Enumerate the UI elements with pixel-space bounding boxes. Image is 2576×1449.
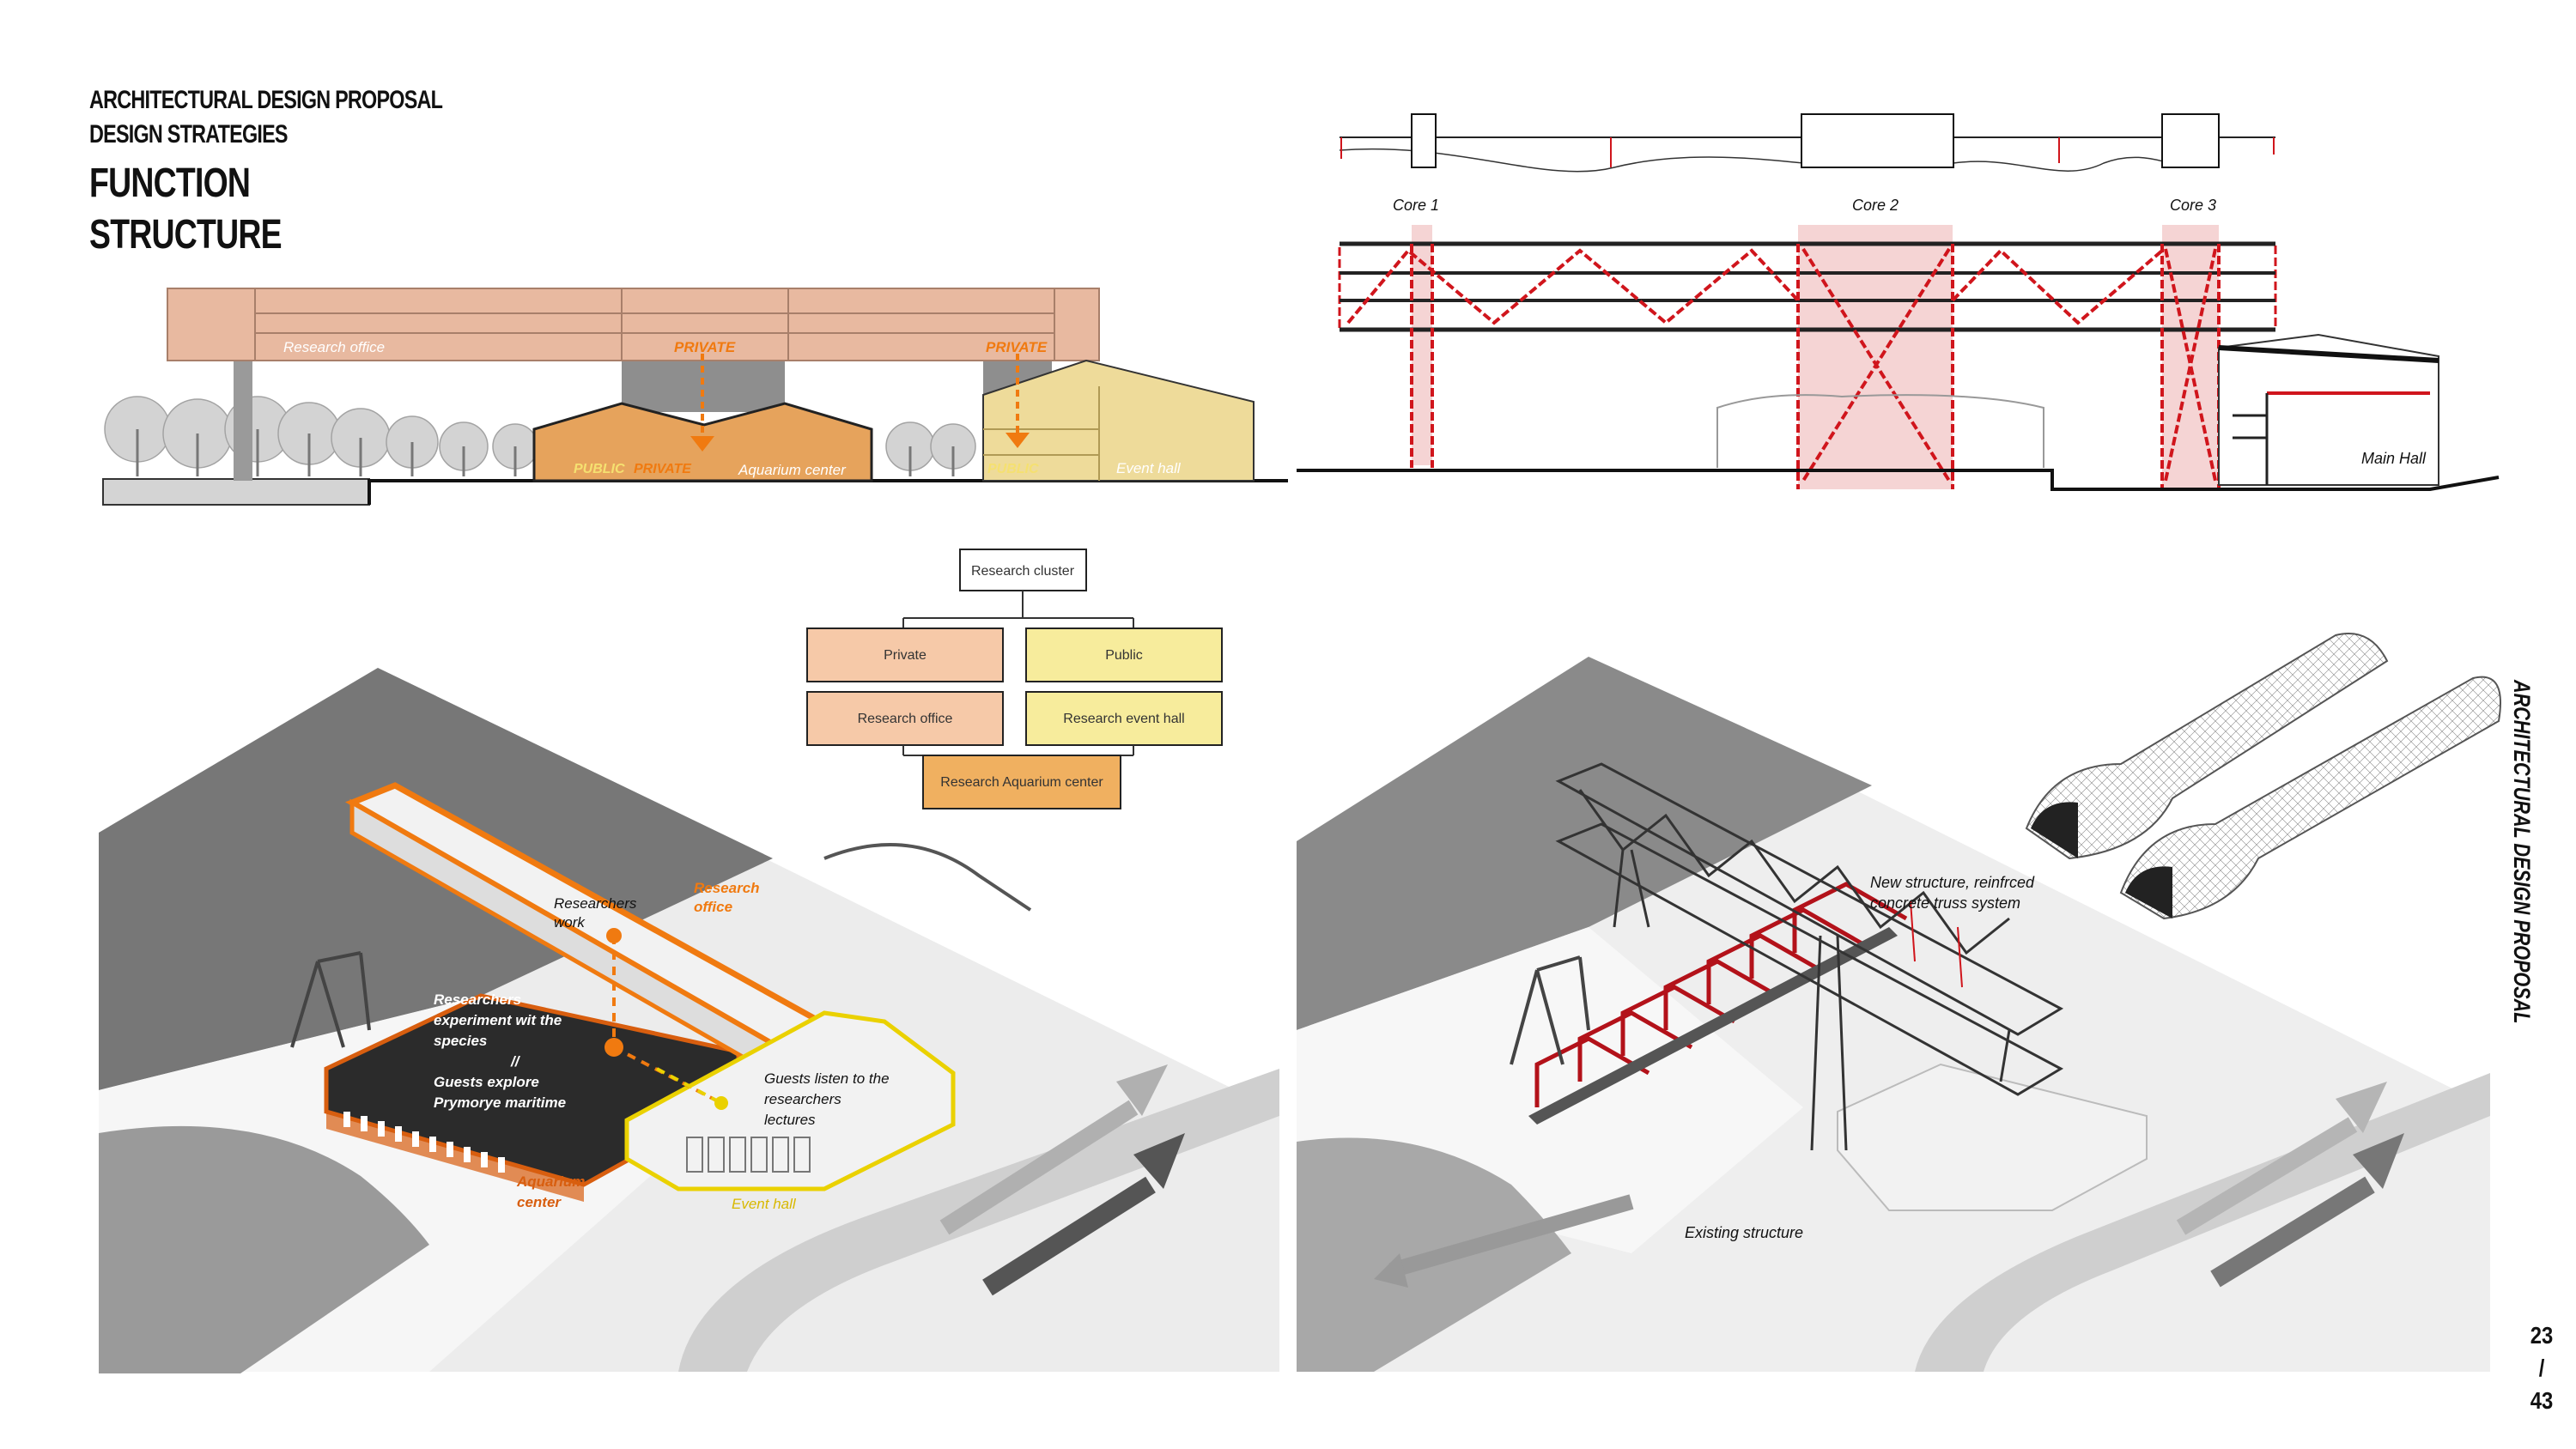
axo-label-aquarium-2: center: [517, 1194, 562, 1210]
axo-label-experiment-2: experiment wit the: [434, 1012, 562, 1028]
label-private-2: PRIVATE: [986, 339, 1048, 355]
label-core-2: Core 2: [1852, 197, 1899, 214]
axo-label-research-office-2: office: [694, 899, 732, 915]
axo-label-experiment-6: Prymorye maritime: [434, 1094, 566, 1111]
axo-label-new-structure-2: concrete truss system: [1870, 894, 2020, 912]
page-title-line1: ARCHITECTURAL DESIGN PROPOSAL: [89, 86, 443, 114]
label-public-2: PUBLIC: [987, 462, 1039, 476]
axo-label-experiment-5: Guests explore: [434, 1074, 539, 1090]
label-main-hall: Main Hall: [2361, 450, 2427, 467]
page-heading-structure: STRUCTURE: [89, 212, 283, 258]
label-research-office: Research office: [283, 339, 385, 355]
label-event-hall: Event hall: [1116, 460, 1182, 476]
axo-label-research-office-1: Research: [694, 880, 760, 896]
diagram-research-cluster: Research cluster: [971, 564, 1075, 579]
diagram-public: Public: [1105, 648, 1143, 663]
function-section-drawing: [102, 288, 1288, 506]
structure-axonometric: [1297, 633, 2501, 1372]
axo-label-experiment-4: //: [510, 1053, 521, 1070]
axo-label-existing-structure: Existing structure: [1685, 1224, 1803, 1241]
axo-label-new-structure-1: New structure, reinfrced: [1870, 874, 2035, 891]
label-aquarium-center: Aquarium center: [738, 462, 847, 478]
label-public: PUBLIC: [574, 462, 625, 476]
page-number-total: 43: [2530, 1387, 2554, 1414]
axo-label-guests-listen-1: Guests listen to the: [764, 1070, 890, 1087]
diagram-aquarium-center: Research Aquarium center: [940, 775, 1103, 790]
axo-label-experiment-1: Researchers: [434, 991, 521, 1008]
axo-label-guests-listen-2: researchers: [764, 1091, 841, 1107]
structure-section-drawing: [1297, 113, 2500, 491]
label-core-1: Core 1: [1393, 197, 1439, 214]
label-private-3: PRIVATE: [634, 462, 692, 476]
axo-label-event-hall: Event hall: [732, 1196, 797, 1212]
page-number-separator: /: [2538, 1355, 2545, 1381]
function-axonometric: [99, 668, 1279, 1373]
axo-label-guests-listen-3: lectures: [764, 1112, 816, 1128]
label-core-3: Core 3: [2170, 197, 2216, 214]
page-title-line2: DESIGN STRATEGIES: [89, 120, 289, 149]
page-heading-function: FUNCTION: [89, 161, 251, 206]
axo-label-aquarium-1: Aquarium: [516, 1173, 585, 1190]
page-number-current: 23: [2530, 1322, 2554, 1349]
axo-label-researchers-work-1: Researchers: [554, 895, 637, 912]
diagram-event-hall: Research event hall: [1063, 712, 1184, 726]
function-flow-diagram: [806, 549, 1223, 809]
axo-label-researchers-work-2: work: [554, 914, 586, 931]
diagram-private: Private: [884, 648, 927, 663]
label-private-1: PRIVATE: [674, 339, 736, 355]
axo-label-experiment-3: species: [434, 1033, 487, 1049]
diagram-research-office: Research office: [858, 712, 953, 726]
